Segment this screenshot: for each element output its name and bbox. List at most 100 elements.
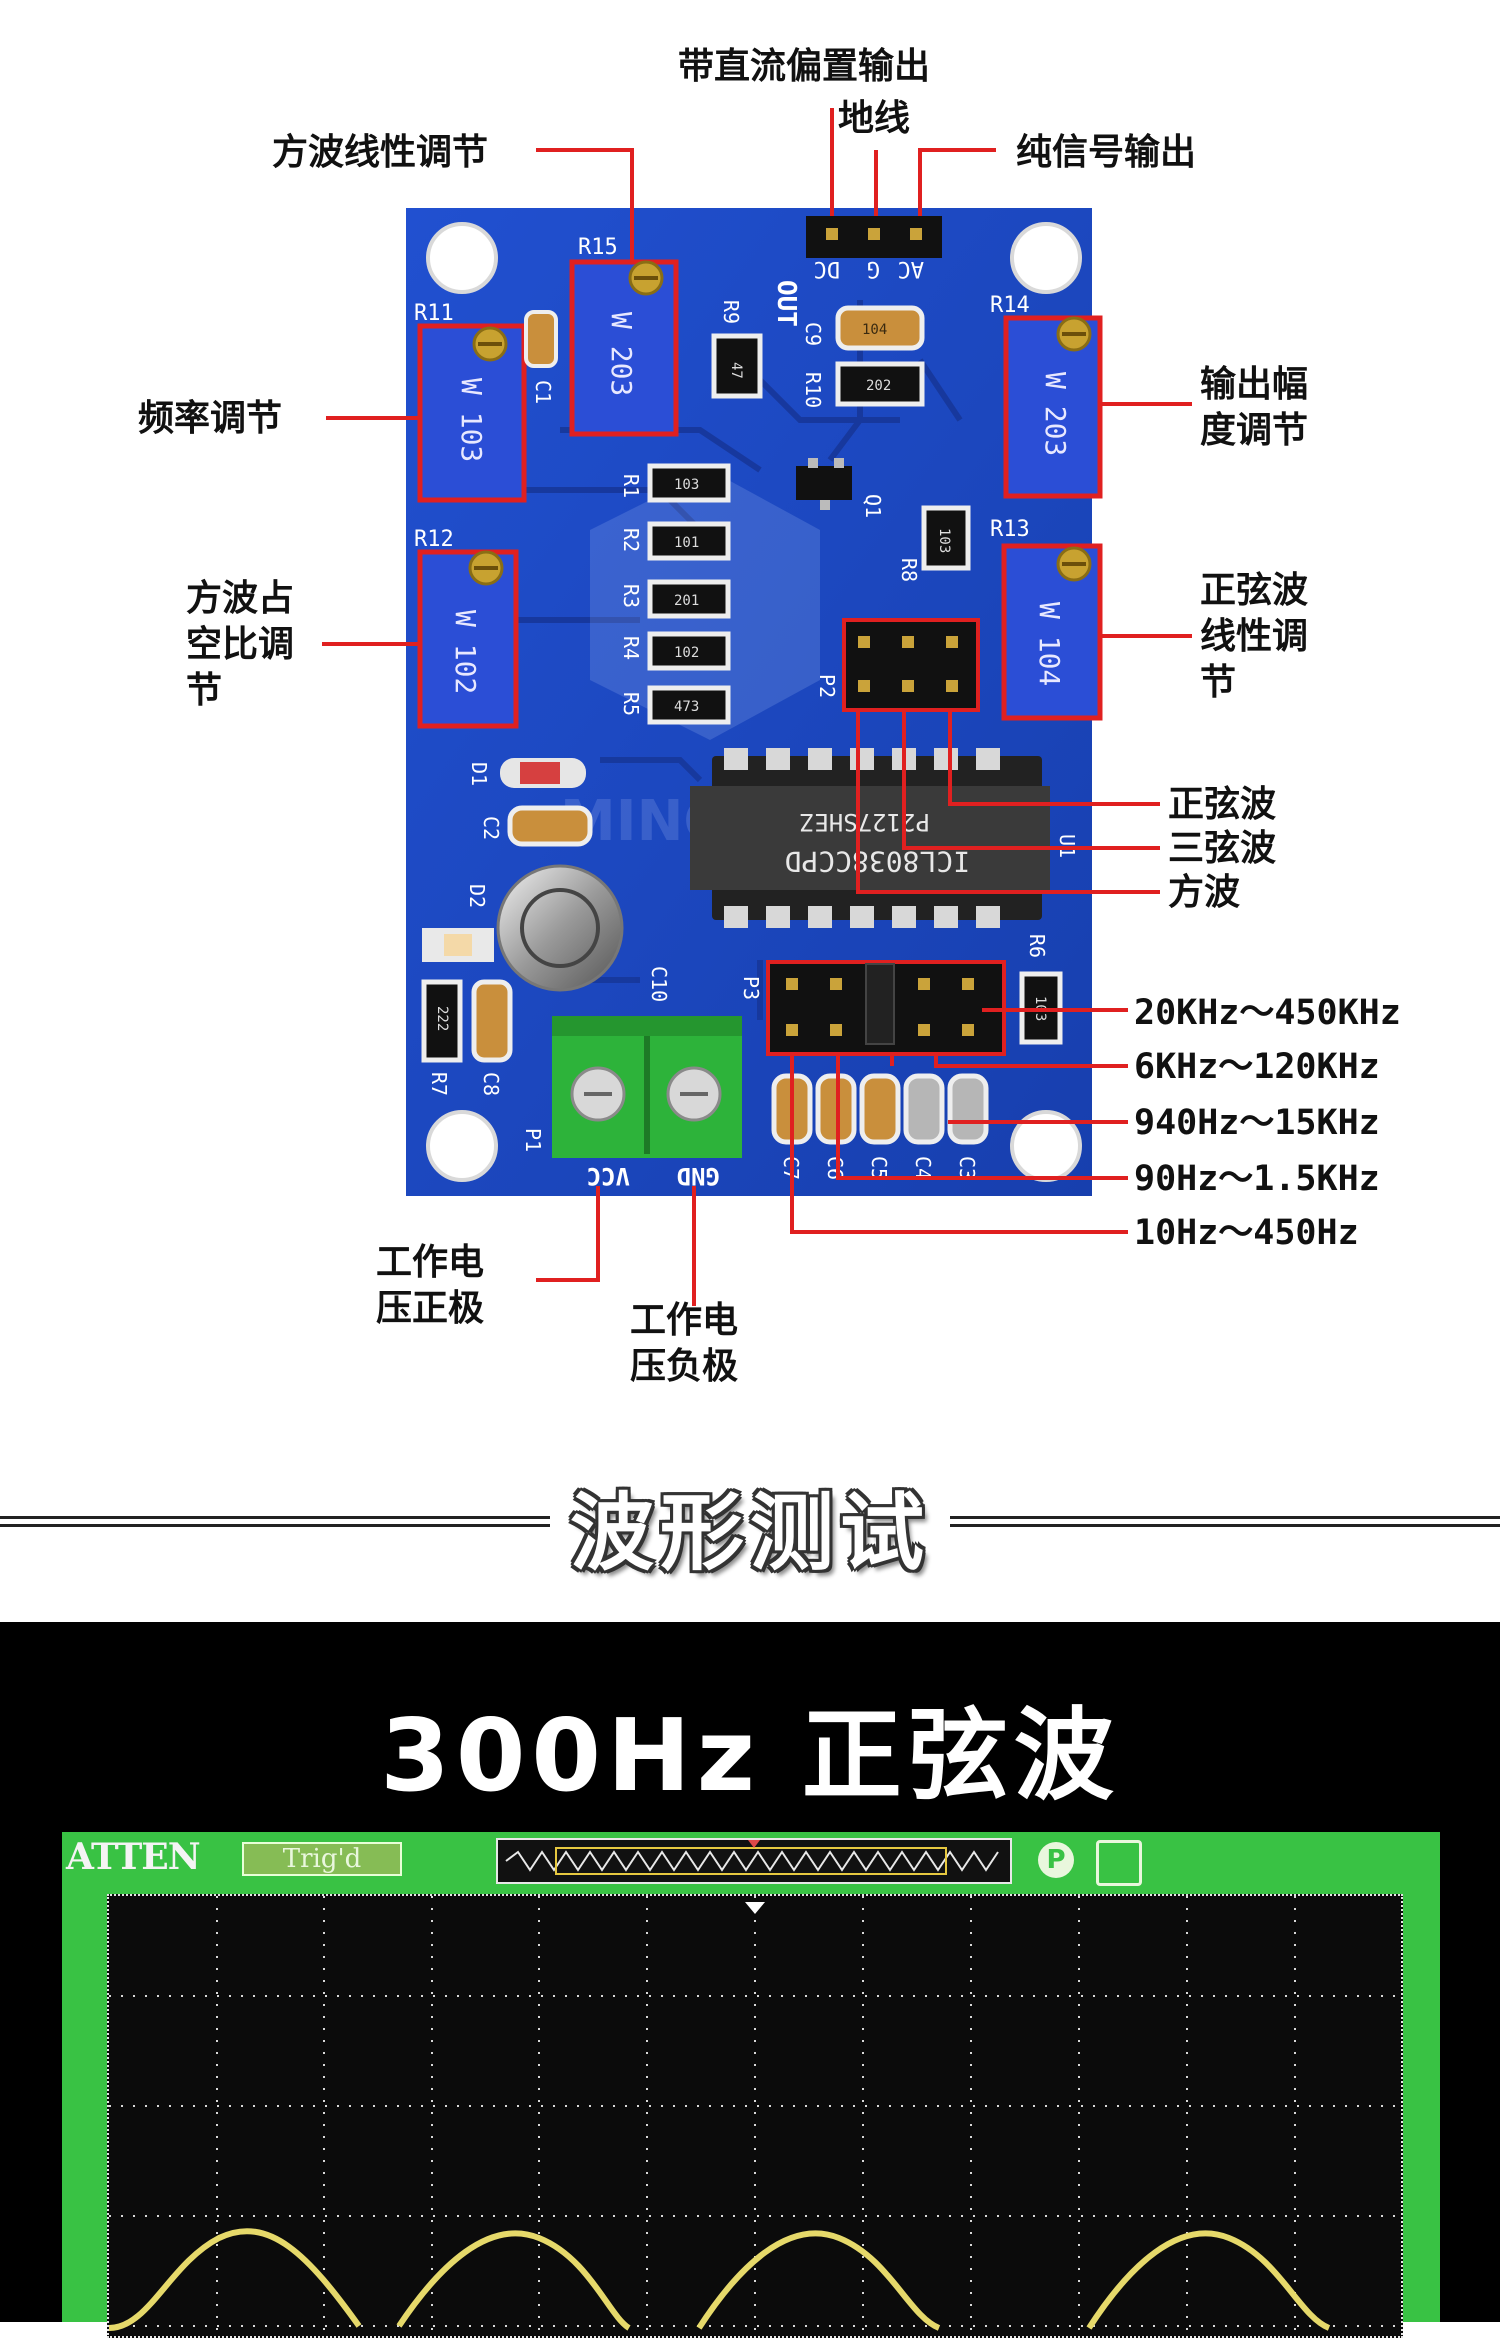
cap-c2: [507, 805, 593, 847]
smd-r5: 473: [674, 699, 699, 715]
ref-c9: C9: [801, 322, 825, 346]
label-pure-signal-output: 纯信号输出: [1016, 132, 1197, 173]
resistor-r2: [647, 521, 731, 561]
title-rule-right-2: [950, 1524, 1500, 1527]
ref-r4: R4: [619, 636, 643, 660]
jumper-p3[interactable]: [766, 960, 1006, 1056]
scope-graticule: [108, 1896, 1401, 2336]
smd-r1: 103: [674, 477, 699, 493]
scope-brand: ATTEN: [66, 1836, 201, 1878]
pot-r11-code: W 103: [455, 378, 488, 462]
pot-r12[interactable]: W 102: [417, 549, 519, 729]
cap-c5: [859, 1073, 901, 1145]
label-sine-linearity-line3: 节: [1200, 662, 1237, 703]
section-title: 波形测试: [569, 1483, 930, 1582]
board-diagram: MINGWEI OUT DC G AC W 203 R15 W 103 R11 …: [322, 108, 1192, 1306]
out-label: OUT: [771, 280, 801, 327]
label-sine-linearity-line1: 正弦波: [1200, 570, 1309, 611]
label-freq-range-5: 10Hz～450Hz: [1134, 1213, 1359, 1253]
ref-r1: R1: [619, 474, 643, 498]
ref-r15: R15: [578, 235, 618, 260]
sine-trace: [108, 2228, 1331, 2331]
cap-c10: [496, 864, 624, 992]
pot-r15-code: W 203: [605, 312, 638, 396]
pot-r14-code: W 203: [1039, 372, 1072, 456]
ref-r9: R9: [719, 300, 743, 324]
label-duty-cycle: 方波占 空比调 节: [186, 576, 294, 714]
label-square-wave: 方波: [1168, 872, 1241, 913]
jumper-p2[interactable]: [842, 618, 980, 712]
smd-r7: 222: [434, 1006, 450, 1031]
label-freq-range-1: 20KHz～450KHz: [1134, 993, 1401, 1033]
terminal-label-vcc: VCC: [587, 1162, 630, 1190]
title-rule-left: [0, 1516, 550, 1519]
terminal-label-gnd: GND: [677, 1162, 720, 1190]
section-title-bar: 波形测试: [0, 1448, 1500, 1592]
scope-grid: [107, 1894, 1403, 2338]
label-sine-linearity-line2: 线性调: [1200, 616, 1309, 657]
ref-c10: C10: [647, 966, 671, 1002]
cap-c4: [903, 1073, 945, 1145]
title-rule-right: [950, 1516, 1500, 1519]
label-vcc-positive-line2: 压正极: [376, 1288, 485, 1329]
label-gnd-negative-line2: 压负极: [630, 1346, 739, 1387]
header-pin-dc: [826, 228, 838, 240]
mount-hole: [426, 1110, 498, 1182]
label-dc-bias-output: 带直流偏置输出: [678, 46, 931, 87]
ref-r11: R11: [414, 301, 454, 326]
ref-d2: D2: [465, 884, 489, 908]
timebase-overview: [496, 1838, 1012, 1884]
label-vcc-positive: 工作电 压正极: [376, 1240, 484, 1332]
scope-panel: 300Hz 正弦波 ATTEN Trig'd P: [0, 1622, 1500, 2338]
pot-r14[interactable]: W 203: [1003, 315, 1103, 499]
header-pin-g: [868, 228, 880, 240]
smd-r2: 101: [674, 535, 699, 551]
ref-q1: Q1: [861, 494, 885, 518]
ref-p3: P3: [739, 976, 763, 1000]
p-marker: P: [1038, 1842, 1074, 1878]
pot-r11[interactable]: W 103: [417, 323, 527, 503]
smd-r4: 102: [674, 645, 699, 661]
title-rule-left-2: [0, 1524, 550, 1527]
mount-hole: [1010, 222, 1082, 294]
resistor-r10: [835, 361, 925, 407]
pot-r15[interactable]: W 203: [569, 259, 679, 437]
label-gnd-negative: 工作电 压负极: [630, 1298, 738, 1390]
header-pin-label-g: G: [867, 256, 880, 281]
label-freq-range-3: 940Hz～15KHz: [1134, 1103, 1380, 1143]
ref-c1: C1: [531, 380, 555, 404]
label-gnd-negative-line1: 工作电: [630, 1300, 739, 1341]
ref-r5: R5: [619, 692, 643, 716]
scope-caption: 300Hz 正弦波: [380, 1697, 1120, 1814]
pot-r13[interactable]: W 104: [1001, 543, 1103, 721]
label-output-amplitude-line1: 输出幅: [1200, 364, 1309, 405]
resistor-r4: [647, 631, 731, 671]
chip-marking-2: ICL8038CCPD: [785, 845, 970, 878]
label-output-amplitude: 输出幅 度调节: [1200, 362, 1308, 454]
resistor-r8: [921, 505, 971, 571]
cap-c3: [947, 1073, 989, 1145]
ref-r8: R8: [897, 558, 921, 582]
resistor-r7: [421, 979, 463, 1063]
ref-c2: C2: [479, 816, 503, 840]
ref-p1: P1: [521, 1128, 545, 1152]
transistor-q1: [796, 466, 852, 500]
resistor-r5: [647, 685, 731, 725]
label-output-amplitude-line2: 度调节: [1200, 410, 1309, 451]
ref-r13: R13: [990, 517, 1030, 542]
scope-screen: ATTEN Trig'd P: [62, 1832, 1440, 2338]
usb-icon: [1096, 1840, 1142, 1886]
trigger-status-badge: Trig'd: [242, 1842, 402, 1876]
ref-r10: R10: [801, 372, 825, 408]
terminal-block-p1[interactable]: [552, 1016, 742, 1158]
label-freq-range-2: 6KHz～120KHz: [1134, 1047, 1380, 1087]
ic-icl8038: P2127SHEZ ICL8038CCPD: [690, 748, 1050, 928]
jumper-cap[interactable]: [865, 963, 895, 1045]
ref-r3: R3: [619, 584, 643, 608]
ref-d1: D1: [467, 762, 491, 786]
header-pin-label-ac: AC: [898, 256, 925, 281]
cap-c8: [471, 979, 513, 1063]
ref-c8: C8: [479, 1072, 503, 1096]
ref-r14: R14: [990, 293, 1030, 318]
label-duty-cycle-line3: 节: [186, 670, 223, 711]
